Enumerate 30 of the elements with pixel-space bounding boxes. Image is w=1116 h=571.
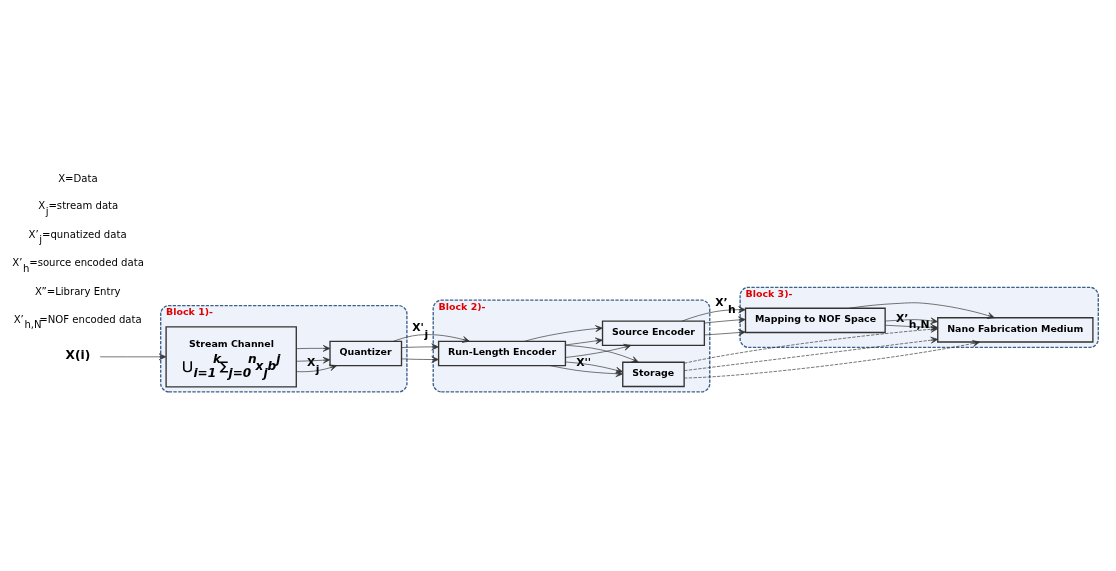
arrow [704, 316, 746, 324]
node-box: Run-Length Encoder [437, 340, 567, 367]
arrow [296, 356, 331, 364]
arrow [550, 365, 623, 378]
arrow [848, 302, 995, 319]
arrow [401, 356, 439, 363]
arrow [524, 325, 603, 342]
arrow [884, 317, 938, 325]
label: X=Data [58, 172, 98, 184]
arrow [704, 329, 746, 336]
arrow [565, 344, 639, 363]
arrow [401, 343, 439, 351]
arrow [565, 361, 623, 374]
arrow [683, 340, 980, 379]
arrow [296, 364, 337, 373]
node-box: Source Encoder [601, 320, 706, 347]
arrow [99, 353, 167, 361]
arrow [681, 306, 746, 322]
node-box: Storage [622, 361, 685, 388]
arrow [683, 336, 939, 371]
node-box: Nano Fabrication Medium [937, 317, 1094, 343]
label: X”=Library Entry [34, 286, 121, 298]
arrow [565, 343, 632, 358]
edge-label: X'' [576, 356, 592, 370]
node-box: Mapping to NOF Space [744, 307, 886, 334]
arrow [393, 334, 470, 343]
node-box: Quantizer [329, 340, 403, 367]
arrow [296, 345, 331, 352]
node-text: X(i) [65, 348, 91, 363]
arrow [565, 337, 603, 346]
